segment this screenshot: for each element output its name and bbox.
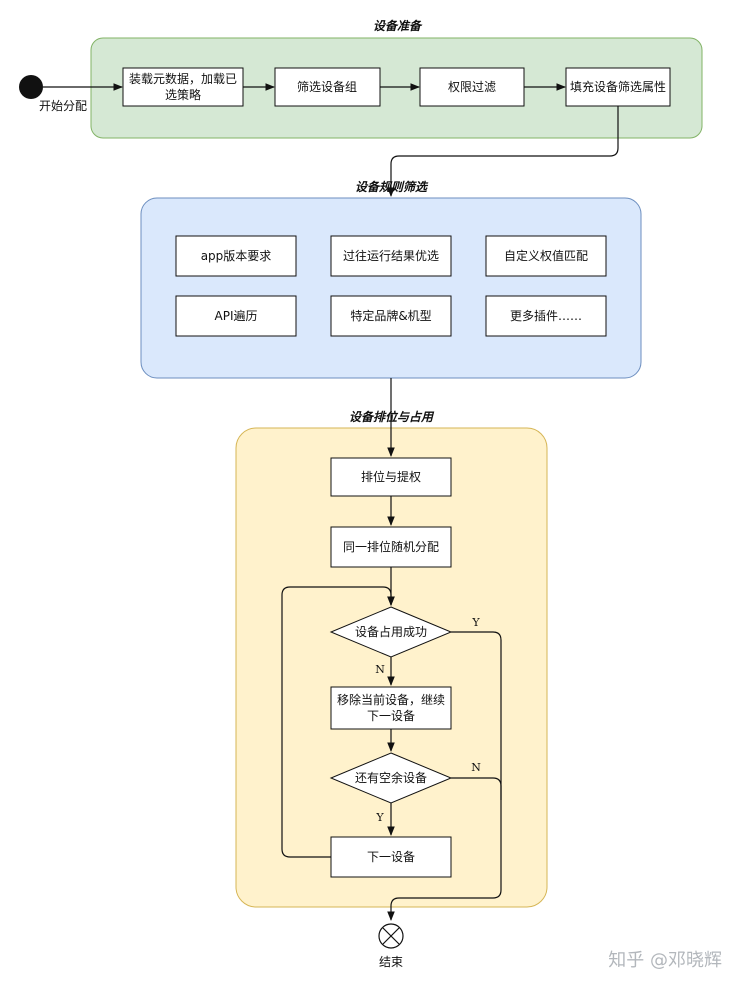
filter-rule-label-2: 自定义权值匹配 [504,248,588,263]
filter-rule-box-0 [175,235,297,277]
rank-box [330,457,452,497]
remove-device-box [330,686,452,730]
random-assign-label: 同一排位随机分配 [343,539,439,554]
remaining-yes-label: Y [375,811,384,824]
end-label: 结束 [379,955,403,969]
filter-rule-box-3 [175,295,297,337]
start-label: 开始分配 [39,99,87,113]
start-node [19,75,43,99]
filter-rule-box-4 [330,295,452,337]
filter-rule-box-1 [330,235,452,277]
filter-rule-label-4: 特定品牌&机型 [350,308,431,323]
filter-rule-box-2 [485,235,607,277]
remove-device-line1: 移除当前设备，继续 [337,692,445,707]
filter-rule-label-0: app版本要求 [201,249,272,263]
arrow-remaining-no-to-end [451,777,502,800]
prep-step-load-line1: 装载元数据，加载已 [129,71,237,86]
filter-rule-label-3: API遍历 [215,309,258,323]
prep-step-load-box [122,67,244,107]
sort-section-title: 设备排位与占用 [349,410,435,424]
filter-section [140,197,642,379]
arrow-occupy-yes-to-end [387,631,502,921]
filter-section-title: 设备规则筛选 [355,180,429,194]
remaining-no-label: N [471,761,481,774]
rank-label: 排位与提权 [361,469,421,484]
occupy-no-label: N [375,663,385,676]
end-node [378,923,404,949]
next-device-box [330,836,452,878]
filter-rule-box-5 [485,295,607,337]
filter-rule-label-1: 过往运行结果优选 [343,248,439,263]
occupy-decision-label: 设备占用成功 [355,624,427,639]
prep-step-attributes-box [565,67,671,107]
arrow-next-loop-back [281,586,395,858]
prep-section [90,37,703,139]
filter-rule-label-5: 更多插件…… [510,309,582,323]
prep-step-group-label: 筛选设备组 [297,79,357,94]
prep-section-title: 设备准备 [373,19,423,33]
prep-step-load-line2: 选策略 [165,87,201,102]
watermark: 知乎 @邓晓辉 [608,950,722,971]
prep-step-permission-label: 权限过滤 [448,80,496,94]
next-device-label: 下一设备 [367,850,415,864]
prep-step-attributes-label: 填充设备筛选属性 [570,79,666,94]
occupy-yes-label: Y [471,616,480,629]
arrow-prep-to-filter [387,106,619,197]
remaining-decision-label: 还有空余设备 [355,770,427,785]
remove-device-line2: 下一设备 [367,709,415,723]
